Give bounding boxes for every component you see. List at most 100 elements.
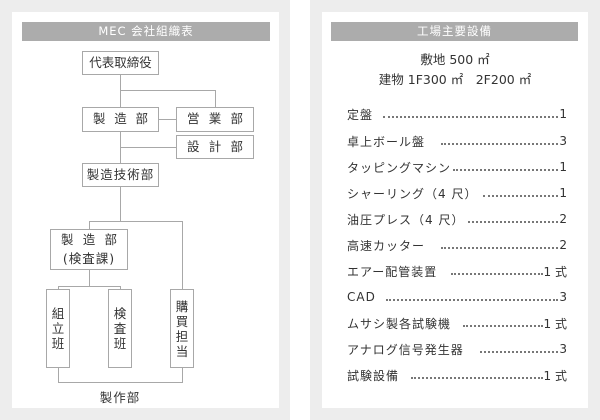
- equipment-row: 試験設備 1 式: [347, 365, 567, 385]
- inspection-section-box: 製 造 部 (検査課): [50, 229, 128, 270]
- equipment-row: 定盤 1: [347, 104, 567, 124]
- char: 班: [51, 336, 65, 351]
- building-area: 建物 1F300 ㎡ 2F200 ㎡: [378, 72, 532, 87]
- equipment-name: CAD: [347, 290, 376, 304]
- leader-dots: [451, 273, 543, 275]
- connector: [159, 119, 176, 120]
- leader-dots: [411, 377, 543, 379]
- connector: [120, 187, 121, 221]
- connector: [120, 147, 176, 148]
- design-dept-box: 設 計 部: [176, 135, 254, 159]
- equipment-quantity: 1: [559, 160, 567, 174]
- leader-dots: [453, 169, 559, 171]
- equipment-name: エアー配管装置: [347, 264, 438, 279]
- site-area: 敷地 500 ㎡: [420, 52, 490, 67]
- char: 購: [175, 298, 189, 314]
- bracket-line: [58, 382, 183, 383]
- equipment-row: タッピングマシン 1: [347, 157, 567, 177]
- char: 製: [93, 111, 106, 127]
- equipment-name: アナログ信号発生器: [347, 342, 464, 357]
- equipment-name: 卓上ボール盤: [347, 134, 426, 149]
- equipment-name: 油圧プレス（4 尺）: [347, 212, 465, 227]
- equipment-name: 試験設備: [347, 368, 400, 383]
- equipment-quantity: 3: [559, 290, 567, 304]
- connector: [120, 90, 215, 91]
- assembly-team-box: 組 立 班: [46, 289, 70, 368]
- leader-dots: [468, 221, 559, 223]
- equipment-name: タッピングマシン: [347, 160, 452, 175]
- char: 部: [230, 138, 243, 154]
- leader-dots: [483, 195, 559, 197]
- manufacturing-dept-box: 製 造 部: [82, 107, 159, 132]
- leader-dots: [441, 247, 559, 249]
- char: 部: [104, 231, 117, 247]
- char: 立: [51, 321, 65, 336]
- inspection-team-box: 検 査 班: [108, 289, 132, 368]
- char: 製: [61, 231, 74, 247]
- connector: [182, 221, 183, 289]
- char: 部: [135, 111, 148, 127]
- sales-dept-box: 営 業 部: [176, 107, 254, 132]
- char: 検: [113, 306, 127, 321]
- connector: [182, 368, 183, 382]
- char: 造: [82, 231, 96, 247]
- equipment-quantity: 1: [559, 107, 567, 121]
- char: 担: [175, 328, 189, 344]
- leader-dots: [479, 351, 559, 353]
- ceo-label: 代表取締役: [89, 54, 152, 70]
- connector: [120, 75, 121, 107]
- equipment-row: エアー配管装置 1 式: [347, 261, 567, 281]
- char: 部: [230, 111, 243, 127]
- leader-dots: [441, 143, 559, 145]
- equipment-name: 定盤: [347, 107, 374, 122]
- connector: [215, 90, 216, 107]
- connector: [89, 221, 90, 229]
- connector: [89, 270, 90, 286]
- equipment-row: 高速カッター 2: [347, 235, 567, 255]
- equipment-row: 油圧プレス（4 尺） 2: [347, 209, 567, 229]
- char: 業: [208, 111, 222, 127]
- equipment-name: ムサシ製各試験機: [347, 316, 452, 331]
- connector: [58, 286, 121, 287]
- purchasing-box: 購 買 担 当: [170, 289, 194, 368]
- row: 製 造 部: [51, 232, 127, 249]
- char: 班: [113, 336, 127, 351]
- connector: [89, 221, 183, 222]
- equipment-title: 工場主要設備: [331, 22, 578, 41]
- char: 設: [187, 138, 200, 154]
- equipment-row: 卓上ボール盤 3: [347, 131, 567, 151]
- equipment-quantity: 3: [559, 342, 567, 356]
- connector: [120, 286, 121, 289]
- equipment-row: ムサシ製各試験機 1 式: [347, 313, 567, 333]
- char: 査: [113, 321, 127, 336]
- equipment-name: シャーリング（4 尺）: [347, 186, 478, 201]
- equipment-row: CAD 3: [347, 287, 567, 307]
- equipment-quantity: 1 式: [543, 264, 567, 279]
- char: 造: [114, 111, 127, 127]
- char: 営: [187, 111, 200, 127]
- char: 買: [175, 313, 189, 329]
- equipment-panel: [322, 12, 588, 408]
- equipment-quantity: 3: [559, 134, 567, 148]
- org-chart-title: MEC 会社組織表: [22, 22, 270, 41]
- label: (検査課): [62, 250, 116, 266]
- connector: [58, 368, 59, 382]
- char: 計: [208, 138, 222, 154]
- equipment-name: 高速カッター: [347, 238, 426, 253]
- leader-dots: [463, 325, 543, 327]
- ceo-box: 代表取締役: [82, 51, 159, 75]
- equipment-row: アナログ信号発生器 3: [347, 339, 567, 359]
- production-division-label: 製作部: [99, 390, 141, 405]
- equipment-quantity: 1 式: [543, 316, 567, 331]
- equipment-quantity: 1: [559, 186, 567, 200]
- manufacturing-engineering-box: 製造技術部: [82, 163, 159, 187]
- leader-dots: [385, 299, 559, 301]
- leader-dots: [383, 116, 559, 118]
- equipment-row: シャーリング（4 尺） 1: [347, 183, 567, 203]
- char: 当: [175, 343, 189, 359]
- equipment-quantity: 2: [559, 212, 567, 226]
- equipment-quantity: 2: [559, 238, 567, 252]
- equipment-quantity: 1 式: [543, 368, 567, 383]
- char: 組: [51, 306, 65, 321]
- connector: [58, 286, 59, 289]
